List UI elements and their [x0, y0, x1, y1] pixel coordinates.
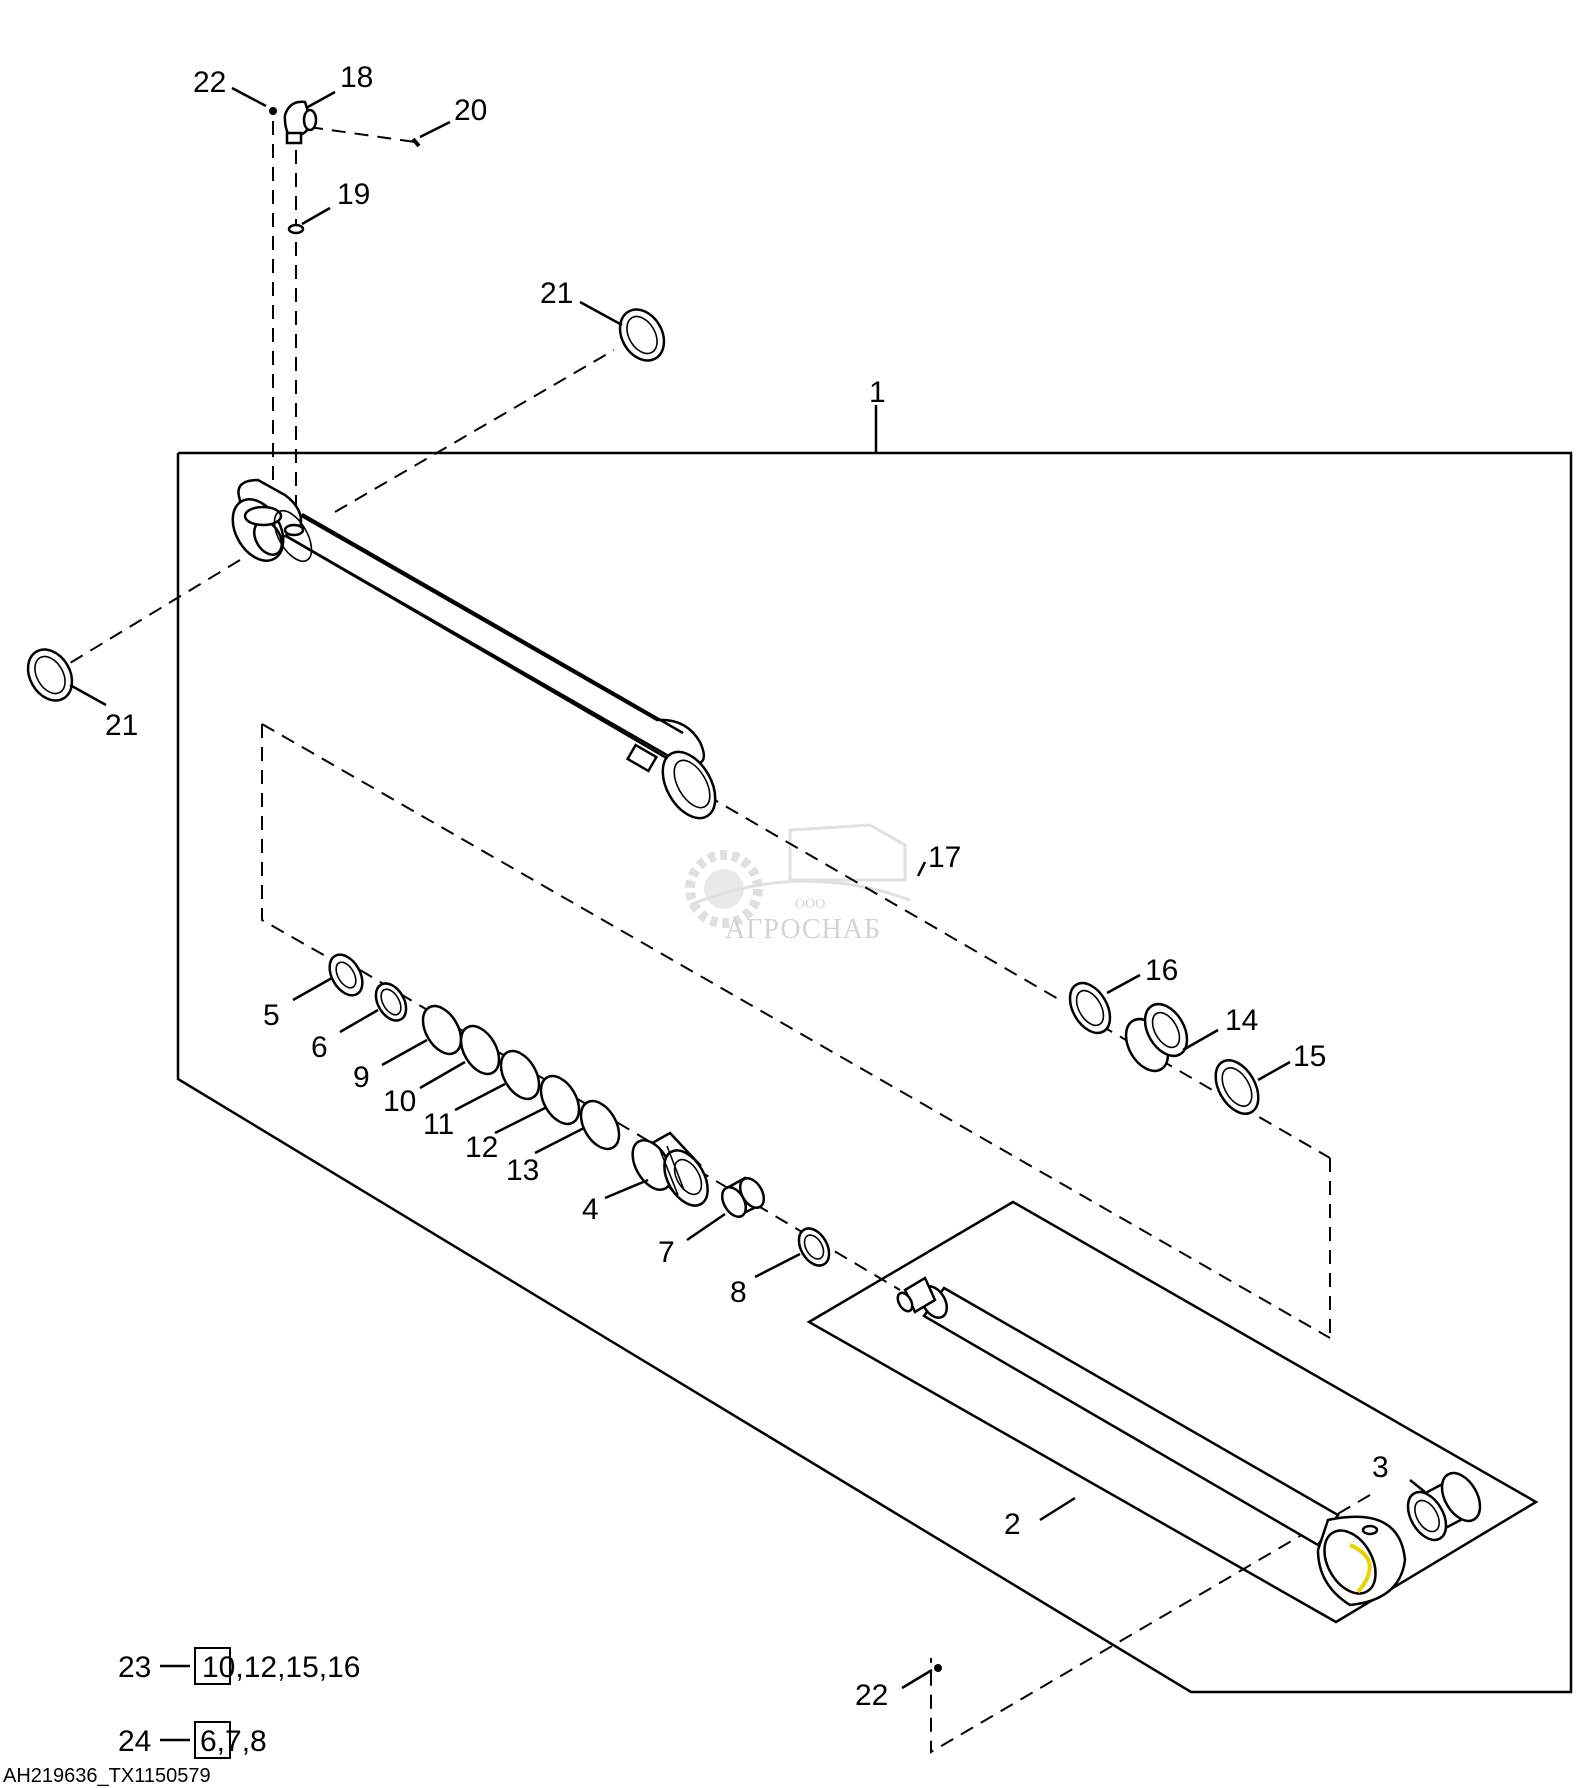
- label-17: 17: [928, 841, 961, 874]
- kit-24-parts: 6,7,8: [200, 1725, 267, 1758]
- watermark-form: ООО: [795, 897, 825, 912]
- label-12: 12: [465, 1131, 498, 1164]
- watermark-name: АГРОСНАБ: [725, 914, 881, 945]
- kit-24-number: 24: [118, 1725, 151, 1758]
- kit-legend: 23 10,12,15,16 24 6,7,8: [118, 1647, 360, 1759]
- label-13: 13: [506, 1154, 539, 1187]
- spacer-7: [720, 1176, 766, 1218]
- callout-labels: 1 2 3 4 5 6 7 8 9 10 11 12 13 14 15 16 1…: [105, 61, 1389, 1712]
- oring-19: [287, 223, 305, 235]
- kit-23-number: 23: [118, 1651, 151, 1684]
- gland-14: [1124, 1002, 1189, 1073]
- label-3: 3: [1372, 1451, 1389, 1484]
- seal-5: [328, 953, 364, 997]
- ring-10: [459, 1024, 501, 1076]
- label-7: 7: [658, 1236, 675, 1269]
- ball-22-top: [269, 107, 277, 115]
- assembly-frame: [176, 451, 1573, 1694]
- elbow-fitting-18: [283, 100, 318, 145]
- bushing-3: [1406, 1471, 1482, 1542]
- ring-13: [579, 1099, 621, 1151]
- piston-4: [631, 1131, 709, 1207]
- label-21-top: 21: [540, 277, 573, 310]
- alignment-lines: [69, 121, 1371, 1754]
- label-9: 9: [353, 1061, 370, 1094]
- bushing-highlight: [1349, 1543, 1372, 1594]
- label-14: 14: [1225, 1004, 1258, 1037]
- seal-8: [797, 1227, 831, 1267]
- ball-22-bottom: [934, 1664, 942, 1672]
- label-11: 11: [423, 1108, 454, 1141]
- label-20: 20: [454, 94, 487, 127]
- label-5: 5: [263, 999, 280, 1032]
- plug-20: [411, 137, 421, 148]
- label-22-bottom: 22: [855, 1679, 888, 1712]
- label-10: 10: [383, 1085, 416, 1118]
- seal-15: [1214, 1059, 1260, 1115]
- retaining-ring-21-top: [618, 308, 666, 362]
- label-2: 2: [1004, 1508, 1021, 1541]
- seal-6: [374, 982, 408, 1022]
- label-4: 4: [582, 1193, 599, 1226]
- rod-subframe: [806, 1200, 1539, 1624]
- cylinder-barrel: [231, 478, 717, 820]
- kit-23: 23 10,12,15,16: [118, 1647, 360, 1685]
- leader-lines: [69, 86, 1426, 1690]
- ring-12: [539, 1074, 581, 1126]
- kit-23-parts: 10,12,15,16: [202, 1651, 360, 1684]
- ring-11: [499, 1049, 541, 1101]
- label-19: 19: [337, 178, 370, 211]
- ring-9: [421, 1004, 463, 1056]
- label-16: 16: [1145, 954, 1178, 987]
- agrosnab-watermark: ООО АГРОСНАБ: [685, 823, 911, 945]
- label-6: 6: [311, 1031, 328, 1064]
- label-21-left: 21: [105, 709, 138, 742]
- label-15: 15: [1293, 1040, 1326, 1073]
- retaining-ring-21-left: [26, 648, 74, 702]
- kit-24: 24 6,7,8: [118, 1721, 267, 1759]
- label-22-top: 22: [193, 66, 226, 99]
- piston-rod-2: [896, 1276, 1407, 1607]
- bushing-16: [1068, 981, 1112, 1035]
- footer-code: AH219636_TX1150579: [3, 1765, 211, 1787]
- label-18: 18: [340, 61, 373, 94]
- label-1: 1: [869, 376, 886, 409]
- label-8: 8: [730, 1276, 747, 1309]
